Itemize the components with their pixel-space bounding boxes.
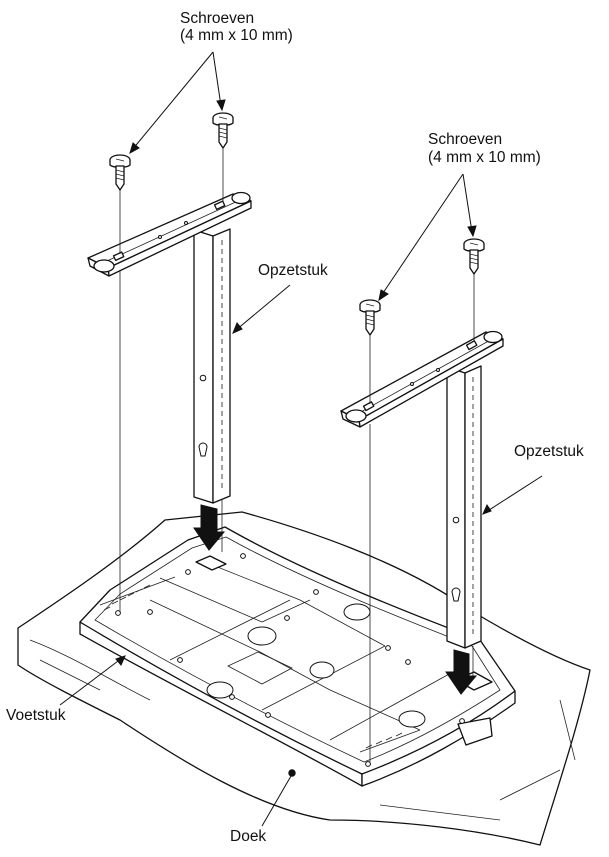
label-extension-left: Opzetstuk — [258, 262, 328, 279]
screws-right — [359, 238, 485, 336]
pointer-base — [59, 655, 126, 706]
screw-right-a — [359, 299, 381, 336]
label-extension-right: Opzetstuk — [514, 443, 584, 460]
label-screws-left-line2: (4 mm x 10 mm) — [180, 27, 293, 44]
right-extension — [340, 330, 504, 649]
alignment-lines — [119, 148, 475, 762]
screw-left-a — [109, 154, 131, 191]
screw-left-b — [212, 112, 234, 149]
screws-left — [109, 112, 234, 191]
pointer-cloth — [261, 769, 296, 827]
left-extension — [87, 191, 252, 504]
pointer-screws-left — [129, 51, 226, 155]
label-screws-right-line2: (4 mm x 10 mm) — [428, 149, 541, 166]
down-arrow-left — [193, 504, 226, 551]
label-base: Voetstuk — [6, 707, 66, 724]
pointer-extension-right — [482, 475, 543, 515]
down-arrow-right — [445, 649, 478, 695]
label-cloth: Doek — [230, 828, 267, 845]
pointer-screws-right — [378, 173, 477, 302]
base — [79, 526, 516, 787]
pointer-extension-left — [232, 284, 291, 334]
label-screws-right-line1: Schroeven — [428, 131, 503, 148]
screw-right-b — [463, 238, 485, 275]
label-screws-left-line1: Schroeven — [180, 10, 255, 27]
